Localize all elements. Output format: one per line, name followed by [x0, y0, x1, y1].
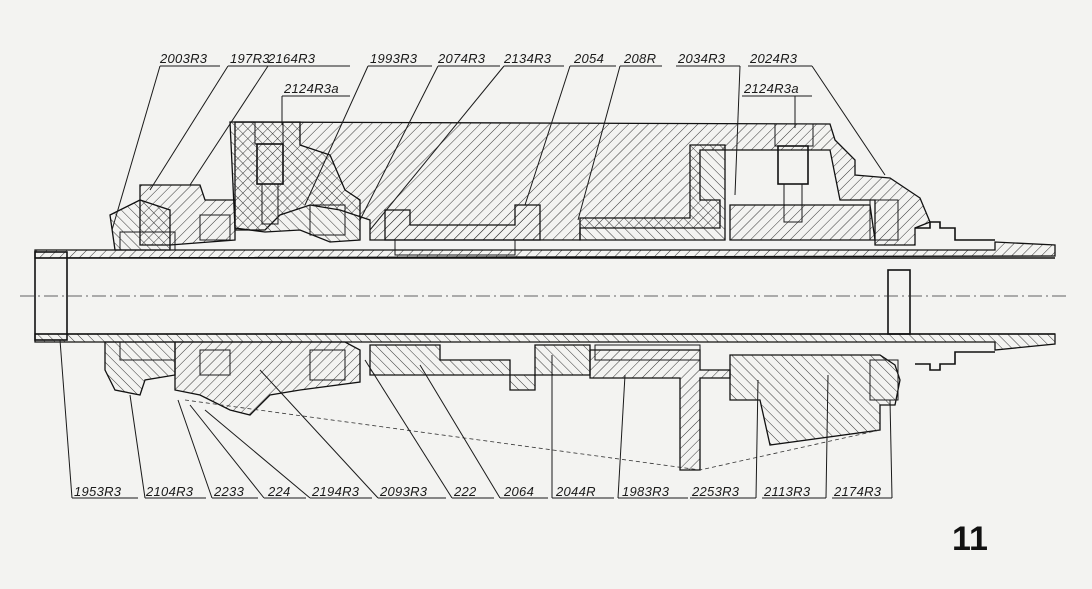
label-222: 222	[453, 484, 477, 499]
label-1993R3: 1993R3	[370, 51, 418, 66]
label-208R: 208R	[623, 51, 656, 66]
label-2104R3: 2104R3	[145, 484, 194, 499]
label-2064: 2064	[503, 484, 534, 499]
label-2194R3: 2194R3	[311, 484, 360, 499]
top-leaders	[111, 65, 886, 231]
label-2024R3: 2024R3	[749, 51, 798, 66]
label-1953R3: 1953R3	[74, 484, 122, 499]
bottom-labels: 1953R3 2104R3 2233 224 2194R3 2093R3 222…	[74, 484, 882, 499]
bottom-leaders	[59, 339, 893, 499]
label-2124R3a-left: 2124R3a	[283, 81, 339, 96]
label-2233: 2233	[213, 484, 245, 499]
label-2003R3: 2003R3	[159, 51, 208, 66]
label-2044R: 2044R	[555, 484, 596, 499]
label-197R3: 197R3	[230, 51, 270, 66]
label-2134R3: 2134R3	[503, 51, 552, 66]
label-2074R3: 2074R3	[437, 51, 486, 66]
label-2174R3: 2174R3	[833, 484, 882, 499]
housing-upper	[109, 121, 931, 256]
label-2253R3: 2253R3	[691, 484, 740, 499]
label-2113R3: 2113R3	[763, 484, 811, 499]
label-2164R3: 2164R3	[267, 51, 316, 66]
spindle-shaft	[20, 221, 1070, 371]
label-2093R3: 2093R3	[379, 484, 428, 499]
label-224: 224	[267, 484, 291, 499]
page-number: 11	[952, 520, 988, 558]
housing-lower	[104, 341, 901, 471]
label-2124R3a-right: 2124R3a	[743, 81, 799, 96]
label-2034R3: 2034R3	[677, 51, 726, 66]
top-labels: 2003R3 197R3 2164R3 1993R3 2074R3 2134R3…	[159, 51, 799, 96]
label-1983R3: 1983R3	[622, 484, 670, 499]
label-2054: 2054	[573, 51, 604, 66]
